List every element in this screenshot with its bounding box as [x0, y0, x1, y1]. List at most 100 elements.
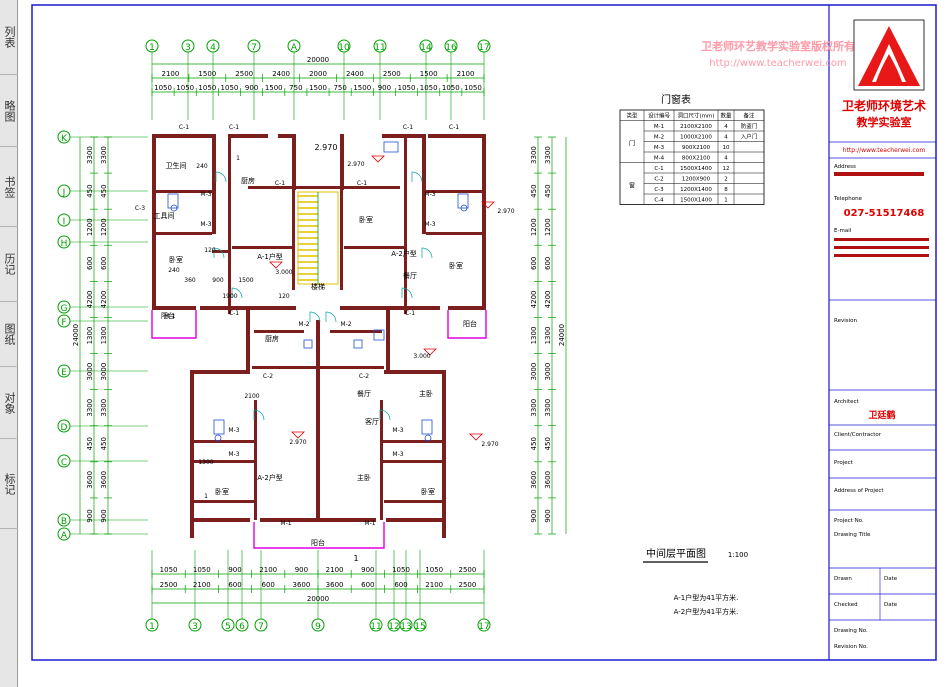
- side-tab-7[interactable]: 标记: [0, 439, 18, 529]
- wall: [190, 518, 250, 522]
- dim-right-2: 4200: [544, 290, 552, 308]
- dim-top-2: 1050: [442, 84, 460, 92]
- wall: [246, 310, 250, 374]
- schedule-cell: M-4: [654, 156, 665, 162]
- level-value: 2.970: [347, 161, 364, 168]
- dim-bottom-2: 600: [262, 581, 275, 589]
- wall: [382, 134, 422, 138]
- room-label: A-2户型: [391, 249, 417, 258]
- dim-top-2: 1050: [154, 84, 172, 92]
- dim-top-1: 2500: [383, 70, 401, 78]
- dim-bottom-1: 2500: [458, 566, 476, 574]
- axis-label-left: B: [61, 517, 67, 527]
- dim-left-2: 4200: [100, 290, 108, 308]
- door-swing: [379, 409, 391, 421]
- axis-label-top: A: [291, 43, 298, 53]
- dim-left-1: 450: [86, 437, 94, 450]
- dim-left-2: 450: [100, 437, 108, 450]
- wall: [200, 306, 296, 310]
- axis-label-top: 16: [445, 43, 457, 53]
- dim-right-2: 3600: [544, 471, 552, 489]
- wall: [316, 320, 320, 520]
- dim-top-1: 2400: [272, 70, 290, 78]
- axis-label-left: K: [61, 134, 68, 144]
- dim-top-1: 2000: [309, 70, 327, 78]
- schedule-cell: C-3: [654, 187, 664, 193]
- wall: [212, 134, 216, 234]
- room-label: A-1户型: [257, 252, 283, 261]
- schedule-cell: 1500X1400: [680, 166, 712, 172]
- dim-right-2: 3300: [544, 146, 552, 164]
- side-tab-6[interactable]: 对象: [0, 367, 18, 439]
- schedule-header: 设计编号: [648, 112, 671, 120]
- window-tag: M-3: [424, 191, 435, 198]
- room-label: 厨房: [265, 334, 279, 343]
- window-tag: C-1: [179, 124, 189, 131]
- watermark-url: http://www.teacherwei.com: [709, 58, 846, 69]
- dim-left-1: 600: [86, 257, 94, 270]
- wall: [340, 306, 440, 310]
- dim-top-2: 1500: [353, 84, 371, 92]
- side-tab-5[interactable]: 图纸: [0, 302, 18, 367]
- level-value: 3.000: [413, 353, 430, 360]
- axis-label-top: 4: [210, 43, 216, 53]
- dim-right-2: 3300: [544, 399, 552, 417]
- side-tab-1[interactable]: 列表: [0, 0, 18, 75]
- schedule-group-window: 窗: [629, 182, 635, 190]
- wall: [228, 134, 268, 138]
- section-mark: 2.970: [315, 143, 338, 152]
- room-label: 阳台: [311, 538, 325, 547]
- axis-label-top: 10: [338, 43, 350, 53]
- section-mark: 1: [353, 554, 358, 563]
- redacted-bar: [834, 238, 929, 241]
- wall: [194, 500, 254, 503]
- schedule-cell: 4: [724, 156, 728, 162]
- plan-scale: 1:100: [728, 551, 748, 559]
- redacted-bar: [834, 172, 924, 176]
- dim-left-1: 900: [86, 509, 94, 522]
- axis-label-bottom: 13: [400, 622, 411, 632]
- dim-right-total: 24000: [558, 324, 566, 346]
- axis-label-bottom: 11: [370, 622, 381, 632]
- dim-left-1: 1300: [86, 327, 94, 345]
- dim-bottom-2: 2500: [160, 581, 178, 589]
- dim-right-2: 450: [544, 437, 552, 450]
- room-label: 卧室: [215, 487, 229, 496]
- side-tab-label: 书签: [3, 175, 16, 198]
- axis-label-bottom: 9: [315, 622, 321, 632]
- watermark-text: 卫老师环艺教学实验室版权所有: [701, 39, 855, 53]
- dim-right-1: 1200: [530, 218, 538, 236]
- side-tab-4[interactable]: 历记: [0, 227, 18, 302]
- side-tab-label: 历记: [3, 253, 16, 275]
- room-dim: 1500: [238, 277, 253, 284]
- dim-top-2: 1500: [309, 84, 327, 92]
- dim-left-1: 3600: [86, 471, 94, 489]
- room-label: 卧室: [449, 261, 463, 270]
- dim-left-total: 24000: [72, 324, 80, 346]
- room-label: 卧室: [359, 215, 373, 224]
- axis-label-top: 14: [420, 43, 432, 53]
- fixture: [353, 339, 363, 349]
- room-label: 卧室: [421, 487, 435, 496]
- axis-label-bottom: 7: [258, 622, 264, 632]
- side-tab-3[interactable]: 书签: [0, 147, 18, 227]
- wall: [152, 134, 212, 138]
- dim-overall-bottom: 20000: [307, 595, 329, 603]
- wall: [292, 186, 340, 189]
- dim-bottom-2: 3600: [326, 581, 344, 589]
- door-swing: [325, 311, 337, 323]
- schedule-cell: 1000X2100: [680, 135, 712, 141]
- wall: [194, 440, 254, 443]
- side-tab-label: 对象: [3, 391, 16, 414]
- dim-left-2: 3300: [100, 146, 108, 164]
- title-field-label: Drawn: [834, 576, 852, 582]
- plan-note: A-1户型为41平方米.: [674, 593, 739, 602]
- side-tab-2[interactable]: 略图: [0, 75, 18, 147]
- side-tab-label: 图纸: [3, 323, 16, 345]
- window-tag: C-1: [275, 180, 285, 187]
- wall: [382, 460, 442, 463]
- schedule-title: 门窗表: [661, 93, 691, 106]
- dim-right-2: 3000: [544, 363, 552, 381]
- dim-right-1: 450: [530, 437, 538, 450]
